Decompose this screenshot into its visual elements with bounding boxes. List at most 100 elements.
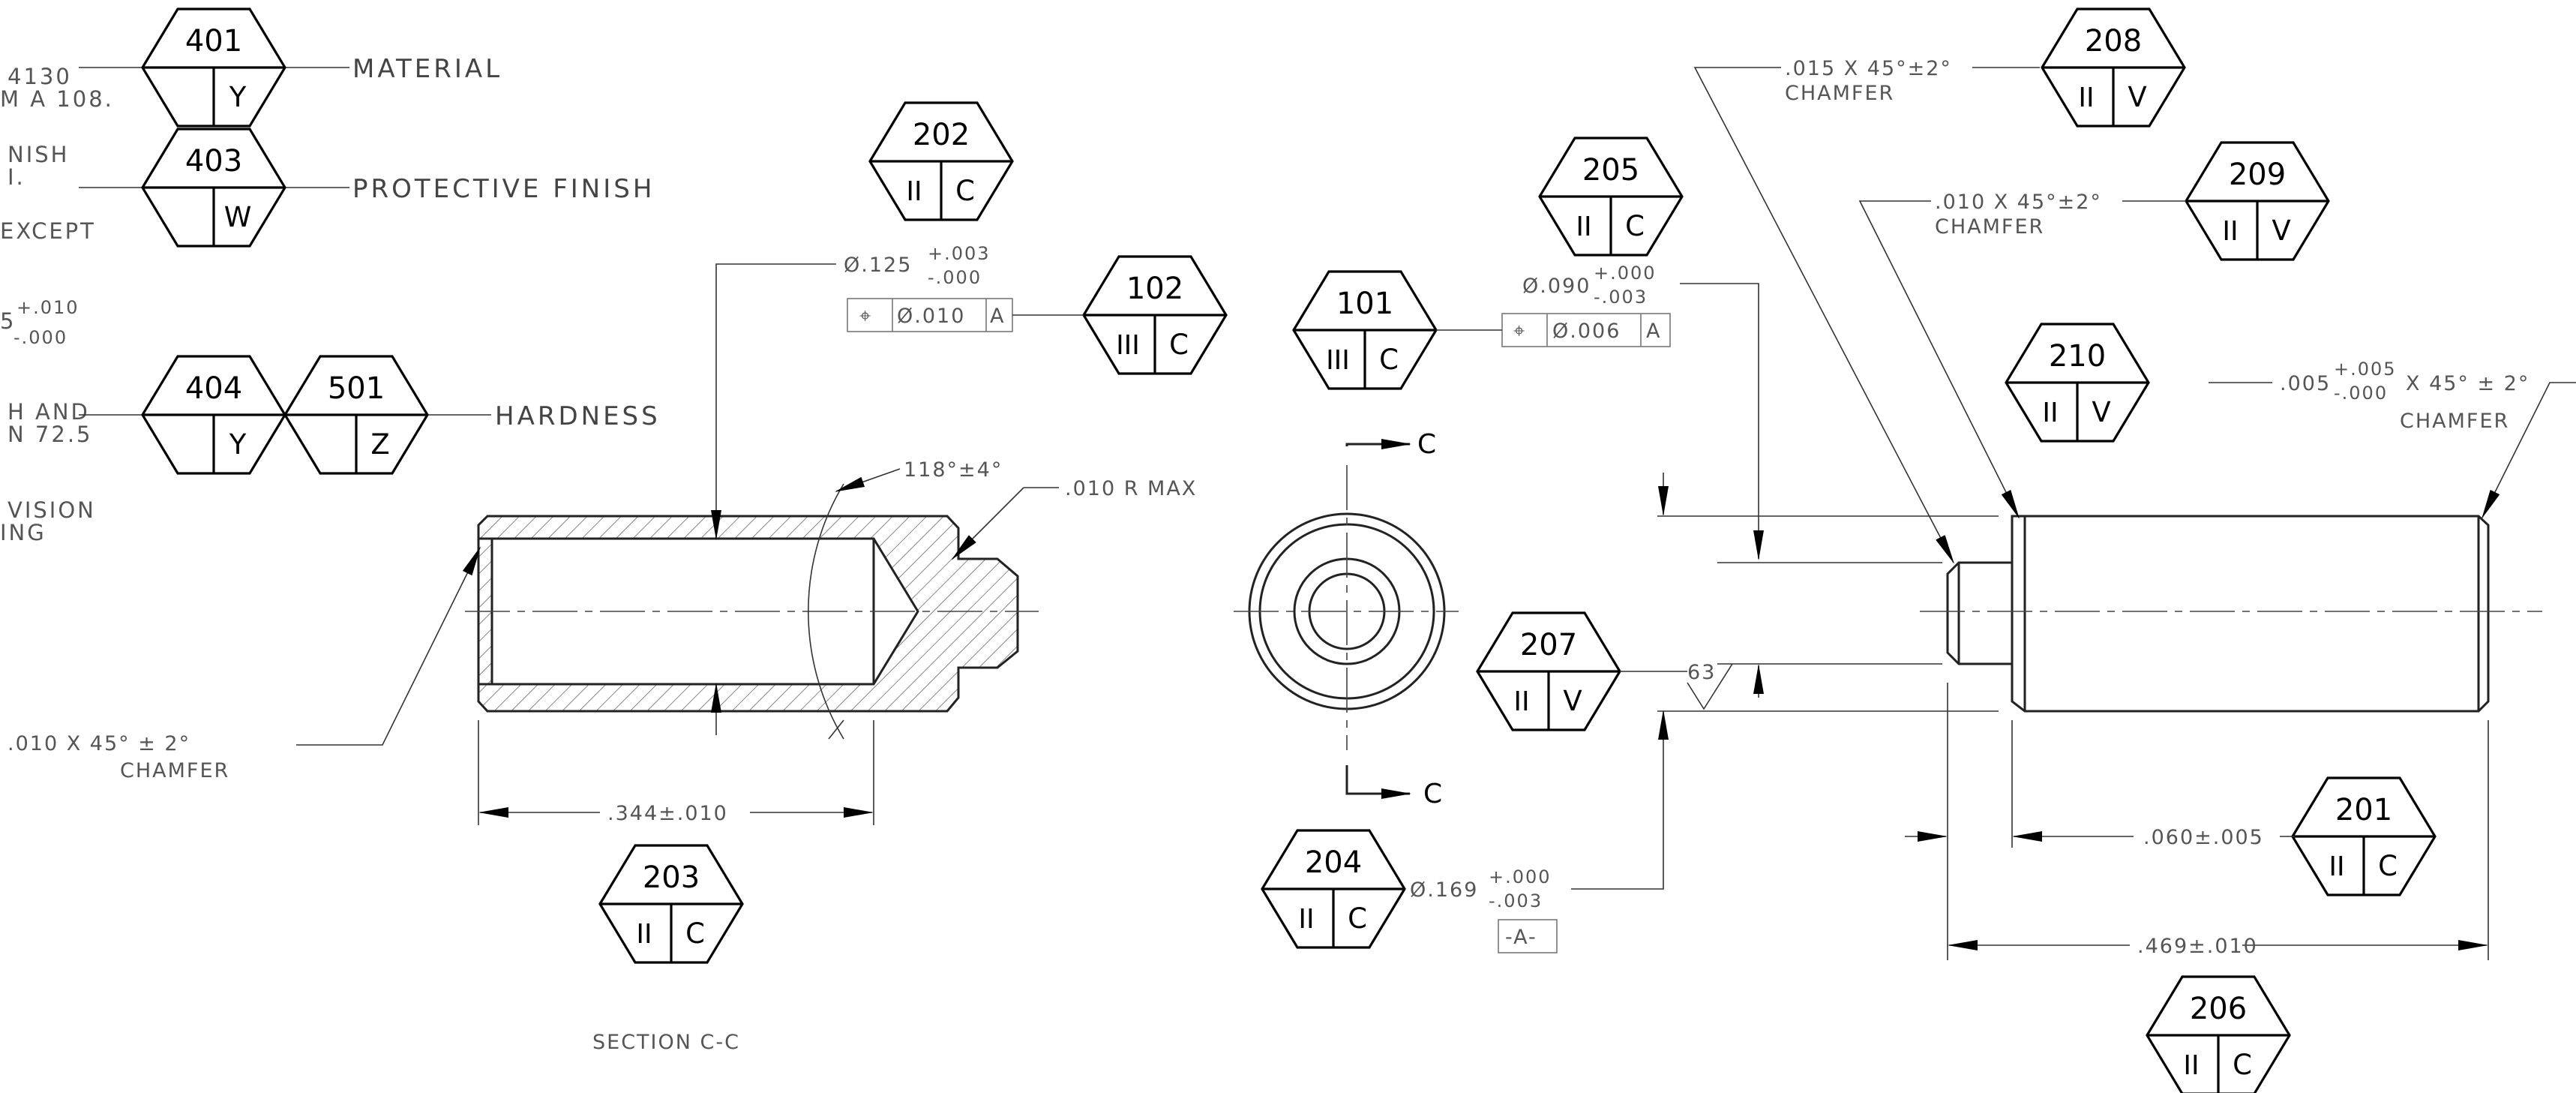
- tag-class: II: [2078, 83, 2094, 113]
- tag-code: V: [2272, 215, 2290, 247]
- dim-length-344: .344±.010: [607, 802, 728, 825]
- tag-number: 206: [2190, 992, 2247, 1026]
- dim-tol-sub: -.003: [1594, 287, 1648, 308]
- feature-control-frame: ⌖ Ø.006 A: [1501, 313, 1671, 347]
- chamfer-callout: .010 X 45° ± 2°: [7, 732, 190, 755]
- note-line: H AND: [7, 399, 90, 425]
- tag-class: III: [1326, 345, 1350, 376]
- end-view: C C: [1234, 429, 1459, 809]
- chamfer-label: CHAMFER: [1935, 215, 2044, 239]
- dim-tol-sub: -.003: [1489, 890, 1543, 911]
- note-line: ING: [0, 520, 46, 545]
- radius-note: .010 R MAX: [1065, 477, 1197, 500]
- section-mark-top: C: [1417, 429, 1436, 460]
- tag-class: II: [1513, 686, 1529, 717]
- chamfer-callout: .005: [2280, 372, 2331, 395]
- tag-code: Y: [229, 81, 247, 113]
- tag-code: C: [1625, 210, 1645, 242]
- chamfer-label: CHAMFER: [2400, 410, 2509, 433]
- hardness-label: HARDNESS: [495, 401, 661, 431]
- tag-number: 102: [1126, 272, 1183, 306]
- chamfer-callout: .015 X 45°±2°: [1785, 57, 1952, 80]
- material-label: MATERIAL: [352, 54, 502, 84]
- tag-code: C: [2233, 1049, 2252, 1081]
- tag-code: C: [685, 917, 705, 950]
- datum-a: -A-: [1505, 926, 1537, 949]
- dim-tol-sub: -.000: [2334, 383, 2388, 404]
- note-line: M A 108.: [0, 86, 114, 112]
- tag-number: 208: [2085, 24, 2142, 59]
- section-view: [465, 515, 1039, 713]
- note-line: 4130: [7, 64, 72, 89]
- tag-class: II: [2183, 1050, 2199, 1081]
- dim-dia-169: Ø.169: [1410, 878, 1478, 902]
- tag-number: 404: [185, 371, 242, 406]
- dim-tol-sup: +.000: [1489, 866, 1552, 887]
- chamfer-label: CHAMFER: [120, 759, 229, 782]
- note-line: 5: [0, 308, 16, 334]
- tag-number: 204: [1305, 845, 1362, 880]
- tag-code: Z: [370, 428, 389, 461]
- dim-tol-sub: -.000: [928, 267, 982, 288]
- dim-tol-sup: +.000: [1594, 263, 1657, 284]
- position-symbol: ⌖: [1513, 320, 1526, 343]
- tag-number: 201: [2335, 793, 2392, 827]
- position-symbol: ⌖: [859, 305, 872, 328]
- tag-code: V: [2128, 81, 2146, 113]
- note-line: EXCEPT: [0, 218, 96, 244]
- chamfer-callout: .010 X 45°±2°: [1935, 191, 2102, 214]
- tag-code: V: [2092, 396, 2110, 428]
- tag-number: 203: [643, 860, 700, 895]
- tag-code: V: [1563, 685, 1582, 717]
- fcf-tolerance: Ø.006: [1552, 320, 1621, 343]
- angle-dim: 118°±4°: [904, 458, 1003, 482]
- tag-code: C: [1169, 329, 1189, 361]
- fcf-datum: A: [990, 305, 1005, 328]
- tag-code: Y: [229, 428, 247, 461]
- tag-class: II: [2329, 851, 2344, 882]
- tag-class: II: [2222, 216, 2238, 247]
- tag-number: 202: [913, 118, 970, 152]
- note-line: NISH: [7, 142, 69, 167]
- tag-class: III: [1116, 330, 1140, 361]
- dim-length-060: .060±.005: [2143, 826, 2264, 849]
- tag-code: C: [1379, 344, 1399, 376]
- tag-number: 209: [2229, 158, 2286, 192]
- surface-finish: 63: [1687, 661, 1716, 684]
- tag-code: C: [955, 175, 975, 207]
- dim-length-469: .469±.010: [2137, 935, 2258, 958]
- tag-number: 101: [1336, 287, 1393, 321]
- tag-number: 210: [2049, 339, 2106, 374]
- fcf-datum: A: [1646, 320, 1661, 343]
- chamfer-callout-tail: X 45° ± 2°: [2406, 372, 2530, 395]
- section-label: SECTION C-C: [592, 1031, 740, 1054]
- chamfer-label: CHAMFER: [1785, 82, 1894, 105]
- notes-column: 4130 M A 108. NISH I. EXCEPT +.010 5 -.0…: [0, 64, 114, 545]
- dim-dia-125: Ø.125: [844, 254, 912, 277]
- fcf-tolerance: Ø.010: [897, 305, 965, 328]
- tag-number: 207: [1520, 628, 1577, 662]
- tag-class: II: [906, 176, 922, 207]
- tag-code: C: [2378, 850, 2398, 882]
- tag-code: W: [224, 201, 252, 233]
- tag-class: II: [1298, 904, 1314, 935]
- side-view: [1920, 515, 2542, 713]
- tag-number: 501: [328, 371, 385, 406]
- protective-finish-label: PROTECTIVE FINISH: [352, 174, 655, 204]
- tag-number: 401: [185, 24, 242, 59]
- note-line: I.: [7, 164, 25, 190]
